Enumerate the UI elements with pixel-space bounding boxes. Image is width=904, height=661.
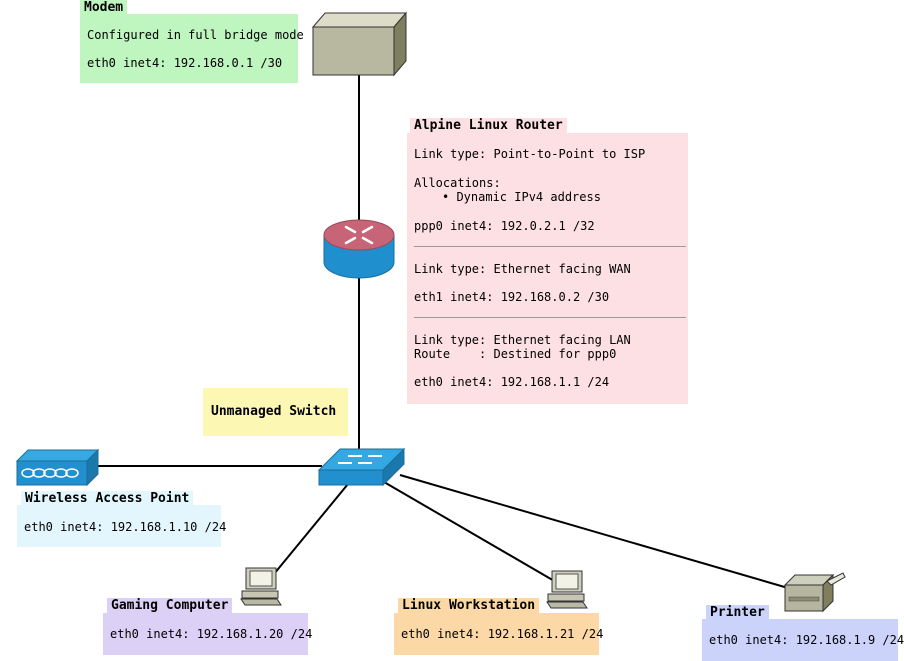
modem-info-box: Configured in full bridge mode eth0 inet… — [80, 14, 304, 83]
modem-icon — [311, 11, 408, 77]
router-eth1-address: eth1 inet4: 192.168.0.2 /30 — [414, 290, 610, 304]
computer-icon — [240, 567, 282, 606]
switch-title: Unmanaged Switch — [203, 388, 348, 436]
router-link-lan: Link type: Ethernet facing LAN — [414, 333, 631, 347]
modem-mode: Configured in full bridge mode — [87, 28, 304, 42]
printer-icon — [783, 572, 846, 613]
switch-icon — [317, 447, 406, 487]
modem-address: eth0 inet4: 192.168.0.1 /30 — [87, 56, 283, 70]
modem-title: Modem — [80, 0, 128, 16]
wap-title: Wireless Access Point — [21, 491, 194, 507]
router-info-box: Link type: Point-to-Point to ISP Allocat… — [407, 133, 688, 404]
linux-title: Linux Workstation — [398, 598, 540, 614]
router-link-isp: Link type: Point-to-Point to ISP — [414, 147, 646, 161]
switch-linux-link — [383, 481, 557, 583]
switch-gaming-link — [273, 483, 349, 575]
switch-printer-link — [399, 474, 789, 589]
printer-info-box: eth0 inet4: 192.168.1.9 /24 — [702, 619, 904, 661]
access-point-icon — [15, 448, 100, 487]
linux-info-box: eth0 inet4: 192.168.1.21 /24 — [394, 613, 603, 655]
router-eth0-address: eth0 inet4: 192.168.1.1 /24 — [414, 375, 610, 389]
gaming-title: Gaming Computer — [107, 598, 233, 614]
router-title: Alpine Linux Router — [410, 118, 567, 134]
printer-address: eth0 inet4: 192.168.1.9 /24 — [709, 633, 904, 647]
router-allocation-item: • Dynamic IPv4 address — [442, 190, 601, 204]
router-ppp0-address: ppp0 inet4: 192.0.2.1 /32 — [414, 219, 595, 233]
printer-title: Printer — [706, 605, 769, 621]
wap-info-box: eth0 inet4: 192.168.1.10 /24 — [17, 505, 226, 547]
router-divider-2 — [414, 317, 686, 318]
router-route: Route : Destined for ppp0 — [414, 347, 617, 361]
wap-address: eth0 inet4: 192.168.1.10 /24 — [24, 520, 227, 534]
computer-icon — [546, 570, 588, 609]
router-allocations-label: Allocations: — [414, 176, 501, 190]
router-icon — [323, 219, 395, 279]
router-link-wan: Link type: Ethernet facing WAN — [414, 262, 631, 276]
gaming-address: eth0 inet4: 192.168.1.20 /24 — [110, 627, 313, 641]
router-divider-1 — [414, 246, 686, 247]
linux-address: eth0 inet4: 192.168.1.21 /24 — [401, 627, 604, 641]
gaming-info-box: eth0 inet4: 192.168.1.20 /24 — [103, 613, 312, 655]
